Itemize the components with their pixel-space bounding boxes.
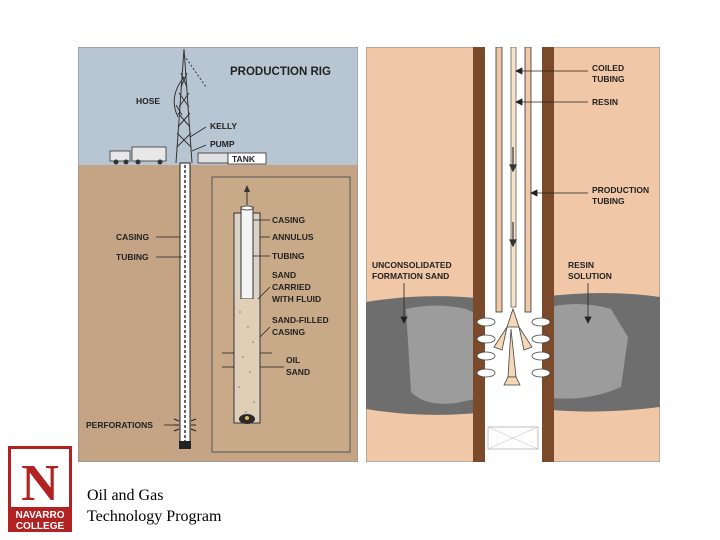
pump-label: PUMP bbox=[210, 139, 235, 149]
wellbore bbox=[173, 162, 197, 449]
downflow-arrows bbox=[509, 147, 517, 248]
logo-svg: N NAVARRO COLLEGE bbox=[8, 446, 72, 532]
annulus-label: ANNULUS bbox=[272, 232, 314, 242]
sand-carried-label-2: CARRIED bbox=[272, 282, 311, 292]
leader-lines bbox=[156, 104, 284, 426]
production-tubing-label-2: TUBING bbox=[592, 196, 625, 206]
caption-line-1: Oil and Gas bbox=[87, 487, 164, 504]
resin-jets bbox=[476, 317, 551, 378]
derrick bbox=[173, 48, 207, 164]
resin-solution-label-1: RESIN bbox=[568, 260, 594, 270]
resin-treatment-diagram: COILED TUBING RESIN PRODUCTION TUBING UN… bbox=[365, 46, 661, 463]
production-tubing-left bbox=[495, 46, 503, 313]
sand-filled-label-2: CASING bbox=[272, 327, 305, 337]
sky bbox=[78, 47, 358, 165]
hose-label: HOSE bbox=[136, 96, 160, 106]
surface-equipment bbox=[109, 146, 267, 165]
inset-casing-label: CASING bbox=[272, 215, 305, 225]
unconsolidated-label-1: UNCONSOLIDATED bbox=[372, 260, 452, 270]
unconsolidated-label-2: FORMATION SAND bbox=[372, 271, 449, 281]
sand-filled-label-1: SAND-FILLED bbox=[272, 315, 329, 325]
program-caption: Oil and Gas Technology Program bbox=[87, 485, 221, 527]
casing-wall-right bbox=[542, 47, 554, 462]
tank-box bbox=[227, 152, 267, 165]
coiled-tubing bbox=[510, 46, 517, 308]
resin-solution-label-2: SOLUTION bbox=[568, 271, 612, 281]
resin-zone-right bbox=[542, 304, 628, 399]
resin-treatment-svg: COILED TUBING RESIN PRODUCTION TUBING UN… bbox=[365, 46, 661, 463]
inset-tubing-label: TUBING bbox=[272, 251, 305, 261]
logo-line-1: NAVARRO bbox=[15, 510, 64, 521]
logo-letter: N bbox=[21, 455, 59, 512]
oil-sand-label-2: SAND bbox=[286, 367, 310, 377]
caption-line-2: Technology Program bbox=[87, 508, 222, 525]
sand-carried-label-1: SAND bbox=[272, 270, 296, 280]
right-leader-lines bbox=[400, 67, 592, 324]
production-tubing-label-1: PRODUCTION bbox=[592, 185, 649, 195]
logo-line-2: COLLEGE bbox=[16, 521, 65, 532]
rig-title: PRODUCTION RIG bbox=[230, 66, 331, 78]
production-rig-diagram: PRODUCTION RIG HOSE KELLY PUMP TANK CASI… bbox=[77, 46, 359, 463]
production-rig-svg: PRODUCTION RIG HOSE KELLY PUMP TANK CASI… bbox=[77, 46, 359, 463]
navarro-college-logo: N NAVARRO COLLEGE bbox=[8, 446, 72, 532]
coiled-tubing-label-1: COILED bbox=[592, 63, 624, 73]
tubing-label: TUBING bbox=[116, 252, 149, 262]
production-tubing-right bbox=[524, 46, 532, 313]
kelly-label: KELLY bbox=[210, 121, 237, 131]
resin-label: RESIN bbox=[592, 97, 618, 107]
tank-label: TANK bbox=[232, 154, 256, 164]
resin-zone-left bbox=[406, 305, 484, 404]
sand-carried-label-3: WITH FLUID bbox=[272, 294, 321, 304]
oil-sand-label-1: OIL bbox=[286, 355, 300, 365]
perforations-label: PERFORATIONS bbox=[86, 420, 153, 430]
coiled-tubing-label-2: TUBING bbox=[592, 74, 625, 84]
spray-arrows bbox=[493, 307, 533, 386]
casing-label: CASING bbox=[116, 232, 149, 242]
inset-detail bbox=[211, 176, 351, 453]
casing-wall-left bbox=[473, 47, 485, 462]
